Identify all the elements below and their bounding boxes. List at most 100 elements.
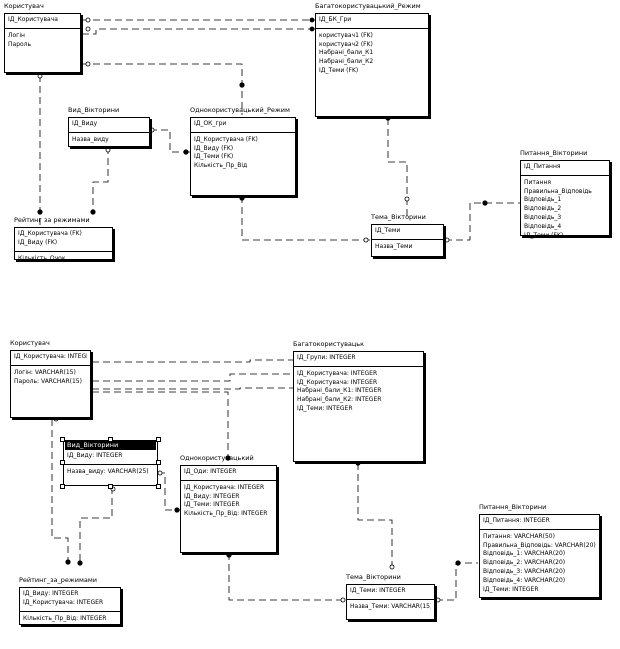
entity-question[interactable]: Питання_Вікторини ІД_Питання Питання Пра… — [520, 149, 610, 239]
prel-user-multi-2 — [92, 373, 293, 382]
attribute: Назва_Теми: VARCHAR(15) — [350, 602, 431, 610]
key-attribute: ІД_Виду (FK) — [18, 238, 58, 246]
attribute: Назва_виду — [72, 135, 109, 143]
entity-title: Вид_Вікторини — [65, 441, 156, 450]
table-question[interactable]: Питання_Вікторини ІД_Питання: INTEGER Пи… — [479, 503, 600, 598]
entity-keys: ІД_Питання: INTEGER — [480, 515, 599, 530]
attribute: ІД_Виду: INTEGER — [184, 492, 240, 500]
attribute: Питання: VARCHAR(50) — [483, 532, 555, 540]
attribute: ІД_Теми: INTEGER — [483, 585, 539, 593]
key-attribute: ІД_Питання: INTEGER — [483, 517, 550, 524]
resize-handle-w[interactable] — [60, 460, 65, 465]
entity-attributes: Питання: VARCHAR(50) Правильна_Відповідь… — [480, 530, 599, 598]
resize-handle-s[interactable] — [108, 484, 113, 489]
attribute: ІД_Користувача: INTEGER — [297, 369, 378, 377]
entity-attributes: Кількість_Пр_Від: INTEGER — [20, 612, 120, 627]
resize-handle-nw[interactable] — [60, 437, 65, 442]
entity-title: Багатокористувацький_Режим — [315, 2, 421, 10]
attribute: Кількість_Пр_Від: INTEGER — [23, 614, 107, 622]
attribute: користувач1 (FK) — [319, 31, 373, 39]
prel-type-single — [158, 472, 180, 511]
attribute: користувач2 (FK) — [319, 40, 373, 48]
rel-single-topic — [241, 196, 370, 241]
entity-attributes: Назва_Теми: VARCHAR(15) — [347, 600, 434, 615]
attribute: ІД_Користувача (FK) — [194, 135, 258, 143]
attribute: Правильна_Відповідь — [524, 187, 592, 195]
entity-keys: ІД_Оди: INTEGER — [181, 466, 276, 481]
entity-attributes: користувач1 (FK) користувач2 (FK) Набран… — [316, 29, 428, 79]
entity-keys: ІД_Групи: INTEGER — [294, 352, 423, 367]
key-attribute: ІД_Користувача: INTEGER — [23, 598, 104, 606]
entity-keys: ІД_ОК_гри — [191, 118, 295, 133]
rel-multi-topic — [387, 118, 408, 218]
entity-quiz-type[interactable]: Вид_Вікторини ІД_Виду Назва_виду — [68, 106, 150, 148]
table-rating[interactable]: Рейтинг_за_режимами ІД_Виду: INTEGER ІД_… — [19, 576, 121, 627]
entity-single-mode[interactable]: Однокористувацький_Режим ІД_ОК_гри ІД_Ко… — [190, 106, 296, 196]
entity-title: Питання_Вікторини — [520, 149, 588, 157]
entity-attributes: Назва_виду — [69, 133, 149, 148]
prel-single-topic — [228, 553, 346, 601]
attribute: Відповідь_4 — [524, 222, 562, 230]
entity-keys: ІД_Користувача (FK) ІД_Виду (FK) — [15, 228, 112, 252]
attribute: ІД_Теми: INTEGER — [184, 501, 240, 509]
attribute: Кількість_Очок — [18, 254, 66, 262]
entity-topic[interactable]: Тема_Вікторини ІД_Теми Назва_Теми — [371, 213, 444, 257]
key-attribute: ІД_Виду: INTEGER — [23, 590, 79, 597]
resize-handle-se[interactable] — [156, 484, 161, 489]
table-user[interactable]: Користувач ІД_Користувача: INTEGER Логін… — [10, 339, 91, 418]
entity-keys: ІД_Виду: INTEGER ІД_Користувача: INTEGER — [20, 588, 120, 612]
entity-attributes: ІД_Користувача (FK) ІД_Виду (FK) ІД_Теми… — [191, 133, 295, 174]
rel-question-topic — [445, 202, 520, 241]
attribute: Відповідь_3: VARCHAR(20) — [483, 567, 566, 575]
key-attribute: ІД_Виду — [72, 120, 98, 127]
attribute: ІД_Теми (FK) — [319, 66, 359, 74]
entity-rating[interactable]: Рейтинг за режимами ІД_Користувача (FK) … — [14, 216, 113, 262]
entity-user[interactable]: Користувач ІД_Користувача Логін Пароль — [4, 2, 81, 73]
attribute: Набрані_бали_К1: INTEGER — [297, 387, 382, 395]
entity-title: Питання_Вікторини — [479, 503, 547, 511]
key-attribute: ІД_Користувача: INTEGER — [14, 353, 87, 360]
entity-attributes: Назва_виду: VARCHAR(25) — [64, 465, 157, 480]
entity-title: Багатокористувацьк — [293, 340, 365, 348]
attribute: Логін: VARCHAR(15) — [14, 368, 76, 376]
resize-handle-sw[interactable] — [60, 484, 65, 489]
entity-title: Тема_Вікторини — [346, 573, 401, 581]
attribute: Відповідь_2: VARCHAR(20) — [483, 559, 566, 567]
prel-question-topic — [436, 562, 478, 601]
entity-attributes: Назва_Теми — [372, 240, 443, 255]
attribute: Назва_виду: VARCHAR(25) — [67, 467, 149, 475]
resize-handle-e[interactable] — [156, 460, 161, 465]
entity-attributes: ІД_Користувача: INTEGER ІД_Виду: INTEGER… — [181, 481, 276, 522]
entity-title: Однокористувацький — [180, 454, 254, 462]
table-multiplayer[interactable]: Багатокористувацьк ІД_Групи: INTEGER ІД_… — [293, 340, 424, 462]
prel-user-multi-3 — [92, 387, 293, 390]
entity-title: Рейтинг_за_режимами — [19, 576, 97, 584]
table-single[interactable]: Однокористувацький ІД_Оди: INTEGER ІД_Ко… — [180, 454, 277, 553]
rel-user-single — [82, 63, 243, 115]
attribute: Правильна_Відповідь: VARCHAR(20) — [483, 541, 596, 549]
resize-handle-n[interactable] — [108, 437, 113, 442]
entity-title: Рейтинг за режимами — [14, 216, 90, 224]
attribute: ІД_Виду (FK) — [194, 144, 234, 152]
key-attribute: ІД_Теми: INTEGER — [350, 587, 406, 594]
entity-attributes: Логін: VARCHAR(15) Пароль: VARCHAR(15) — [11, 366, 90, 390]
prel-type-rating — [79, 487, 113, 563]
resize-handle-ne[interactable] — [156, 437, 161, 442]
entity-title: Користувач — [10, 339, 50, 347]
entity-multiplayer-mode[interactable]: Багатокористувацький_Режим ІД_БК_Гри кор… — [315, 2, 429, 117]
table-topic[interactable]: Тема_Вікторини ІД_Теми: INTEGER Назва_Те… — [346, 573, 435, 620]
entity-title: Вид_Вікторини — [68, 106, 120, 114]
attribute: Відповідь_2 — [524, 205, 562, 213]
attribute: Кількість_Пр_Від — [194, 162, 248, 170]
prel-multi-topic — [357, 463, 393, 566]
table-quiz-type-selected[interactable]: Вид_Вікторини ІД_Виду: INTEGER Назва_вид… — [60, 437, 161, 489]
entity-title: Тема_Вікторини — [371, 213, 426, 221]
attribute: Набрані_бали_К1 — [319, 49, 374, 57]
key-attribute: ІД_БК_Гри — [319, 16, 352, 23]
prel-user-rating — [51, 419, 69, 563]
entity-keys: ІД_Користувача: INTEGER — [11, 351, 90, 366]
attribute: Відповідь_3 — [524, 213, 562, 221]
key-attribute: ІД_ОК_гри — [194, 120, 227, 127]
key-attribute: ІД_Групи: INTEGER — [297, 354, 356, 361]
